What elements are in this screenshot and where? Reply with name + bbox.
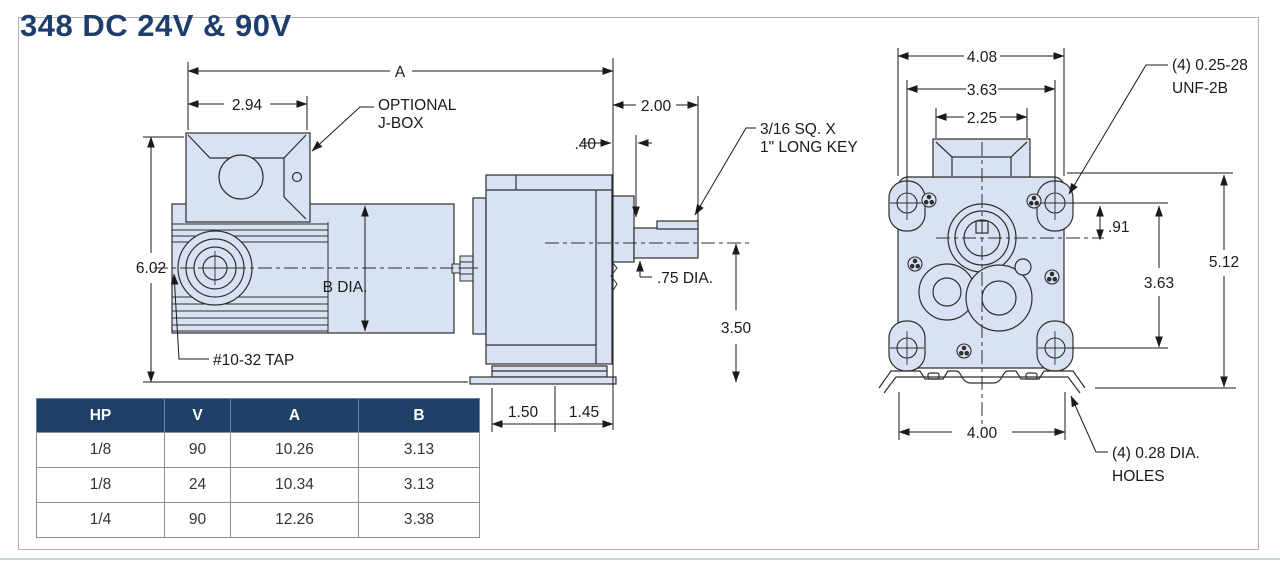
side-view-labels: A 2.94 OPTIONAL J-BOX 2.00 .40 3/16 SQ. … xyxy=(136,64,858,421)
junction-box xyxy=(185,132,311,223)
cell-b: 3.13 xyxy=(358,432,480,468)
cell-b: 3.38 xyxy=(358,502,480,538)
dim-overall-height-front-label: 5.12 xyxy=(1209,254,1239,271)
table-row: 1/4 90 12.26 3.38 xyxy=(36,502,480,538)
gearbox xyxy=(485,174,635,365)
cell-hp: 1/8 xyxy=(36,467,165,503)
shaft-key xyxy=(656,220,699,230)
motor-fins xyxy=(172,222,329,333)
col-header-hp: HP xyxy=(36,398,165,433)
dim-base-hole-spacing-label: 4.00 xyxy=(967,425,998,442)
dim-bolt-spacing-v-label: 3.63 xyxy=(1144,275,1174,292)
dim-cap-width-label: 2.25 xyxy=(967,110,997,127)
dim-overall-width-label: 4.08 xyxy=(967,49,997,66)
holes-note-line1: (4) 0.28 DIA. xyxy=(1112,445,1200,462)
col-header-b: B xyxy=(358,398,480,433)
cell-v: 24 xyxy=(164,467,231,503)
cell-b: 3.13 xyxy=(358,467,480,503)
dim-a-label: A xyxy=(395,64,406,81)
cell-a: 10.34 xyxy=(230,467,359,503)
cell-v: 90 xyxy=(164,502,231,538)
page-divider xyxy=(0,558,1280,560)
mounting-base xyxy=(469,365,617,385)
front-view-dimensions xyxy=(897,48,1236,453)
unf-note-line2: UNF-2B xyxy=(1172,80,1228,97)
cell-hp: 1/8 xyxy=(36,432,165,468)
col-header-v: V xyxy=(164,398,231,433)
cell-hp: 1/4 xyxy=(36,502,165,538)
holes-note-line2: HOLES xyxy=(1112,468,1165,485)
jbox-screw-hole xyxy=(291,171,303,183)
front-view-drawing xyxy=(878,138,1104,424)
dim-shaft-center-height-label: 3.50 xyxy=(721,320,752,337)
output-hub xyxy=(611,195,635,263)
cell-a: 12.26 xyxy=(230,502,359,538)
dim-shaft-length-label: 2.00 xyxy=(641,98,672,115)
table-row: 1/8 24 10.34 3.13 xyxy=(36,467,480,503)
dim-base-rear-label: 1.45 xyxy=(569,404,599,421)
page-title: 348 DC 24V & 90V xyxy=(20,8,292,43)
tap-note: #10-32 TAP xyxy=(213,352,294,369)
dim-body-dia-label: B DIA. xyxy=(323,279,368,296)
motor-flange xyxy=(472,197,487,335)
dim-base-front-label: 1.50 xyxy=(508,404,539,421)
dim-shaft-offset-label: .91 xyxy=(1108,219,1130,236)
key-note-line2: 1" LONG KEY xyxy=(760,139,858,156)
dim-jbox-width-label: 2.94 xyxy=(232,97,263,114)
centerlines xyxy=(154,242,750,269)
front-view-labels: 4.08 3.63 2.25 (4) 0.25-28 UNF-2B .91 3.… xyxy=(967,49,1248,485)
jbox-knockout xyxy=(218,154,264,200)
dim-overall-height-label: 6.02 xyxy=(136,260,166,277)
key-note-line1: 3/16 SQ. X xyxy=(760,121,836,138)
unf-note-line1: (4) 0.25-28 xyxy=(1172,57,1248,74)
jbox-note-line2: J-BOX xyxy=(378,115,424,132)
col-header-a: A xyxy=(230,398,359,433)
table-header-row: HP V A B xyxy=(36,398,480,433)
dim-shaft-dia-label: .75 DIA. xyxy=(657,270,713,287)
spec-table: HP V A B 1/8 90 10.26 3.13 1/8 24 10.34 … xyxy=(36,398,480,538)
dim-hub-length-label: .40 xyxy=(574,136,596,153)
side-view-dimensions xyxy=(143,58,756,432)
table-row: 1/8 90 10.26 3.13 xyxy=(36,432,480,468)
mounting-bracket xyxy=(878,370,1086,394)
cell-v: 90 xyxy=(164,432,231,468)
side-view-drawing xyxy=(154,132,750,385)
cell-a: 10.26 xyxy=(230,432,359,468)
jbox-note-line1: OPTIONAL xyxy=(378,97,457,114)
mounting-tapped-holes xyxy=(890,186,1072,365)
dim-bolt-spacing-h-label: 3.63 xyxy=(967,82,997,99)
